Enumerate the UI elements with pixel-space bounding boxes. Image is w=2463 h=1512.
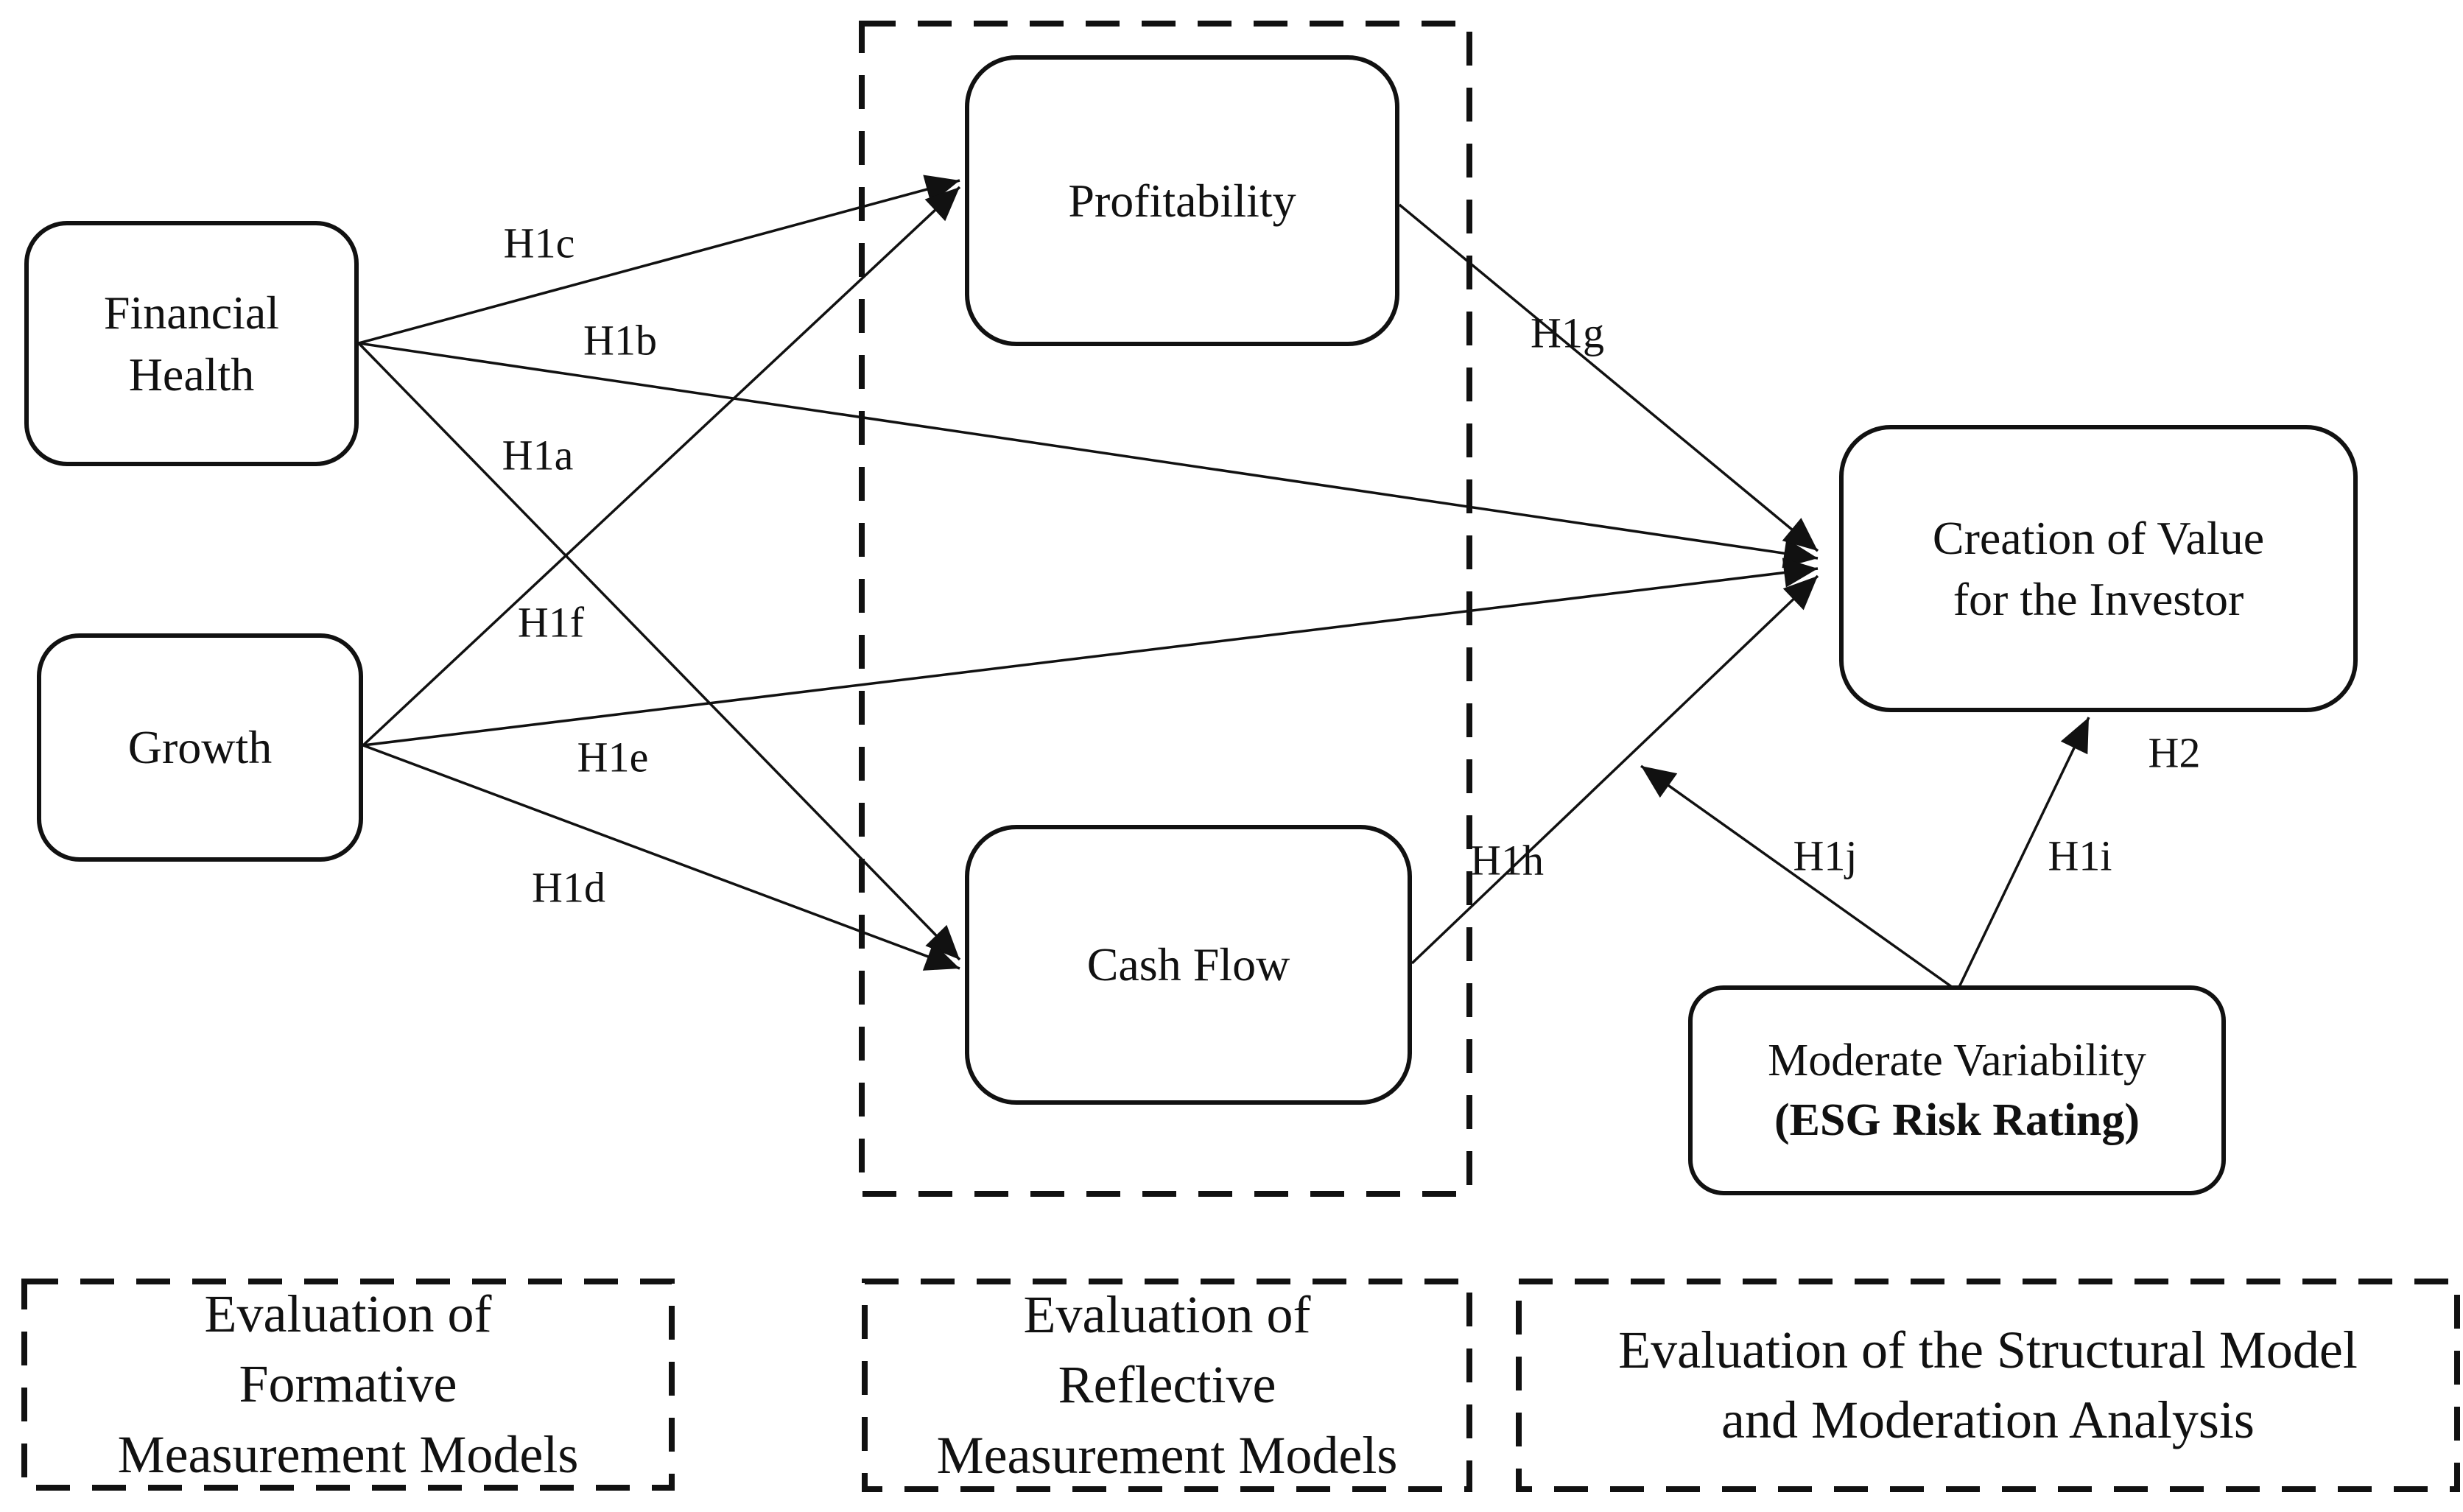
node-profitability: Profitability [965,55,1399,346]
edge-h1h-line [1410,574,1819,965]
section-formative-line1: Evaluation of [204,1284,492,1344]
edge-h1j-moderation-line [1640,764,1953,988]
reflective-region-outline [859,21,1472,1197]
edge-h1g-line [1398,203,1819,552]
node-financial-health-label-line1: Financial [103,286,280,340]
section-label-reflective: Evaluation of Reflective Measurement Mod… [865,1281,1469,1489]
edge-h1f-line [362,186,961,747]
section-formative-line3: Measurement Models [117,1424,579,1484]
edge-h1c-line [358,175,960,345]
hypothesis-label-h1i: H1i [2048,831,2112,880]
hypothesis-label-h1h: H1h [1470,836,1544,885]
section-label-formative: Evaluation of Formative Measurement Mode… [24,1281,672,1488]
node-creation-of-value-label-line2: for the Investor [1953,573,2244,625]
node-profitability-label: Profitability [1068,174,1296,227]
node-creation-of-value-label-line1: Creation of Value [1932,511,2265,564]
node-cash-flow-label: Cash Flow [1086,938,1290,991]
hypothesis-label-h1d: H1d [532,863,605,912]
hypothesis-label-h1g: H1g [1531,309,1604,357]
section-structural-line1: Evaluation of the Structural Model [1618,1320,2358,1379]
edge-h1b-line [358,342,1819,569]
section-reflective-line3: Measurement Models [936,1425,1398,1485]
reflective-section-outline [862,1279,1472,1492]
edge-h1i-h2-line [1958,717,2090,988]
node-moderate-variability-label-line1: Moderate Variability [1768,1035,2146,1086]
node-moderate-variability-label-line2: (ESG Risk Rating) [1774,1094,2140,1145]
section-formative-line2: Formative [239,1354,457,1414]
hypothesis-label-h1f: H1f [517,598,585,647]
node-financial-health: Financial Health [24,221,359,466]
hypothesis-label-h1c: H1c [503,219,575,267]
structural-section-outline [1516,1279,2460,1492]
hypothesis-label-h1a: H1a [502,431,574,479]
section-structural-line2: and Moderation Analysis [1721,1390,2255,1449]
node-growth: Growth [37,633,363,862]
node-creation-of-value: Creation of Value for the Investor [1839,425,2358,712]
hypothesis-label-h1j: H1j [1793,831,1858,880]
hypothesis-label-h1b: H1b [583,316,657,365]
hypothesis-label-h2: H2 [2148,728,2201,777]
formative-section-outline [21,1279,675,1491]
edge-h1e-line [362,558,1819,747]
node-moderate-variability: Moderate Variability (ESG Risk Rating) [1688,985,2226,1195]
section-label-structural: Evaluation of the Structural Model and M… [1519,1281,2457,1489]
hypothesis-label-h1e: H1e [577,733,649,781]
edge-h1a-line [357,342,961,961]
section-reflective-line2: Reflective [1058,1355,1276,1415]
node-financial-health-label-line2: Health [128,348,255,401]
edge-h1d-line [362,744,960,971]
node-growth-label: Growth [127,721,273,774]
node-cash-flow: Cash Flow [965,825,1412,1105]
section-reflective-line1: Evaluation of [1023,1285,1311,1345]
